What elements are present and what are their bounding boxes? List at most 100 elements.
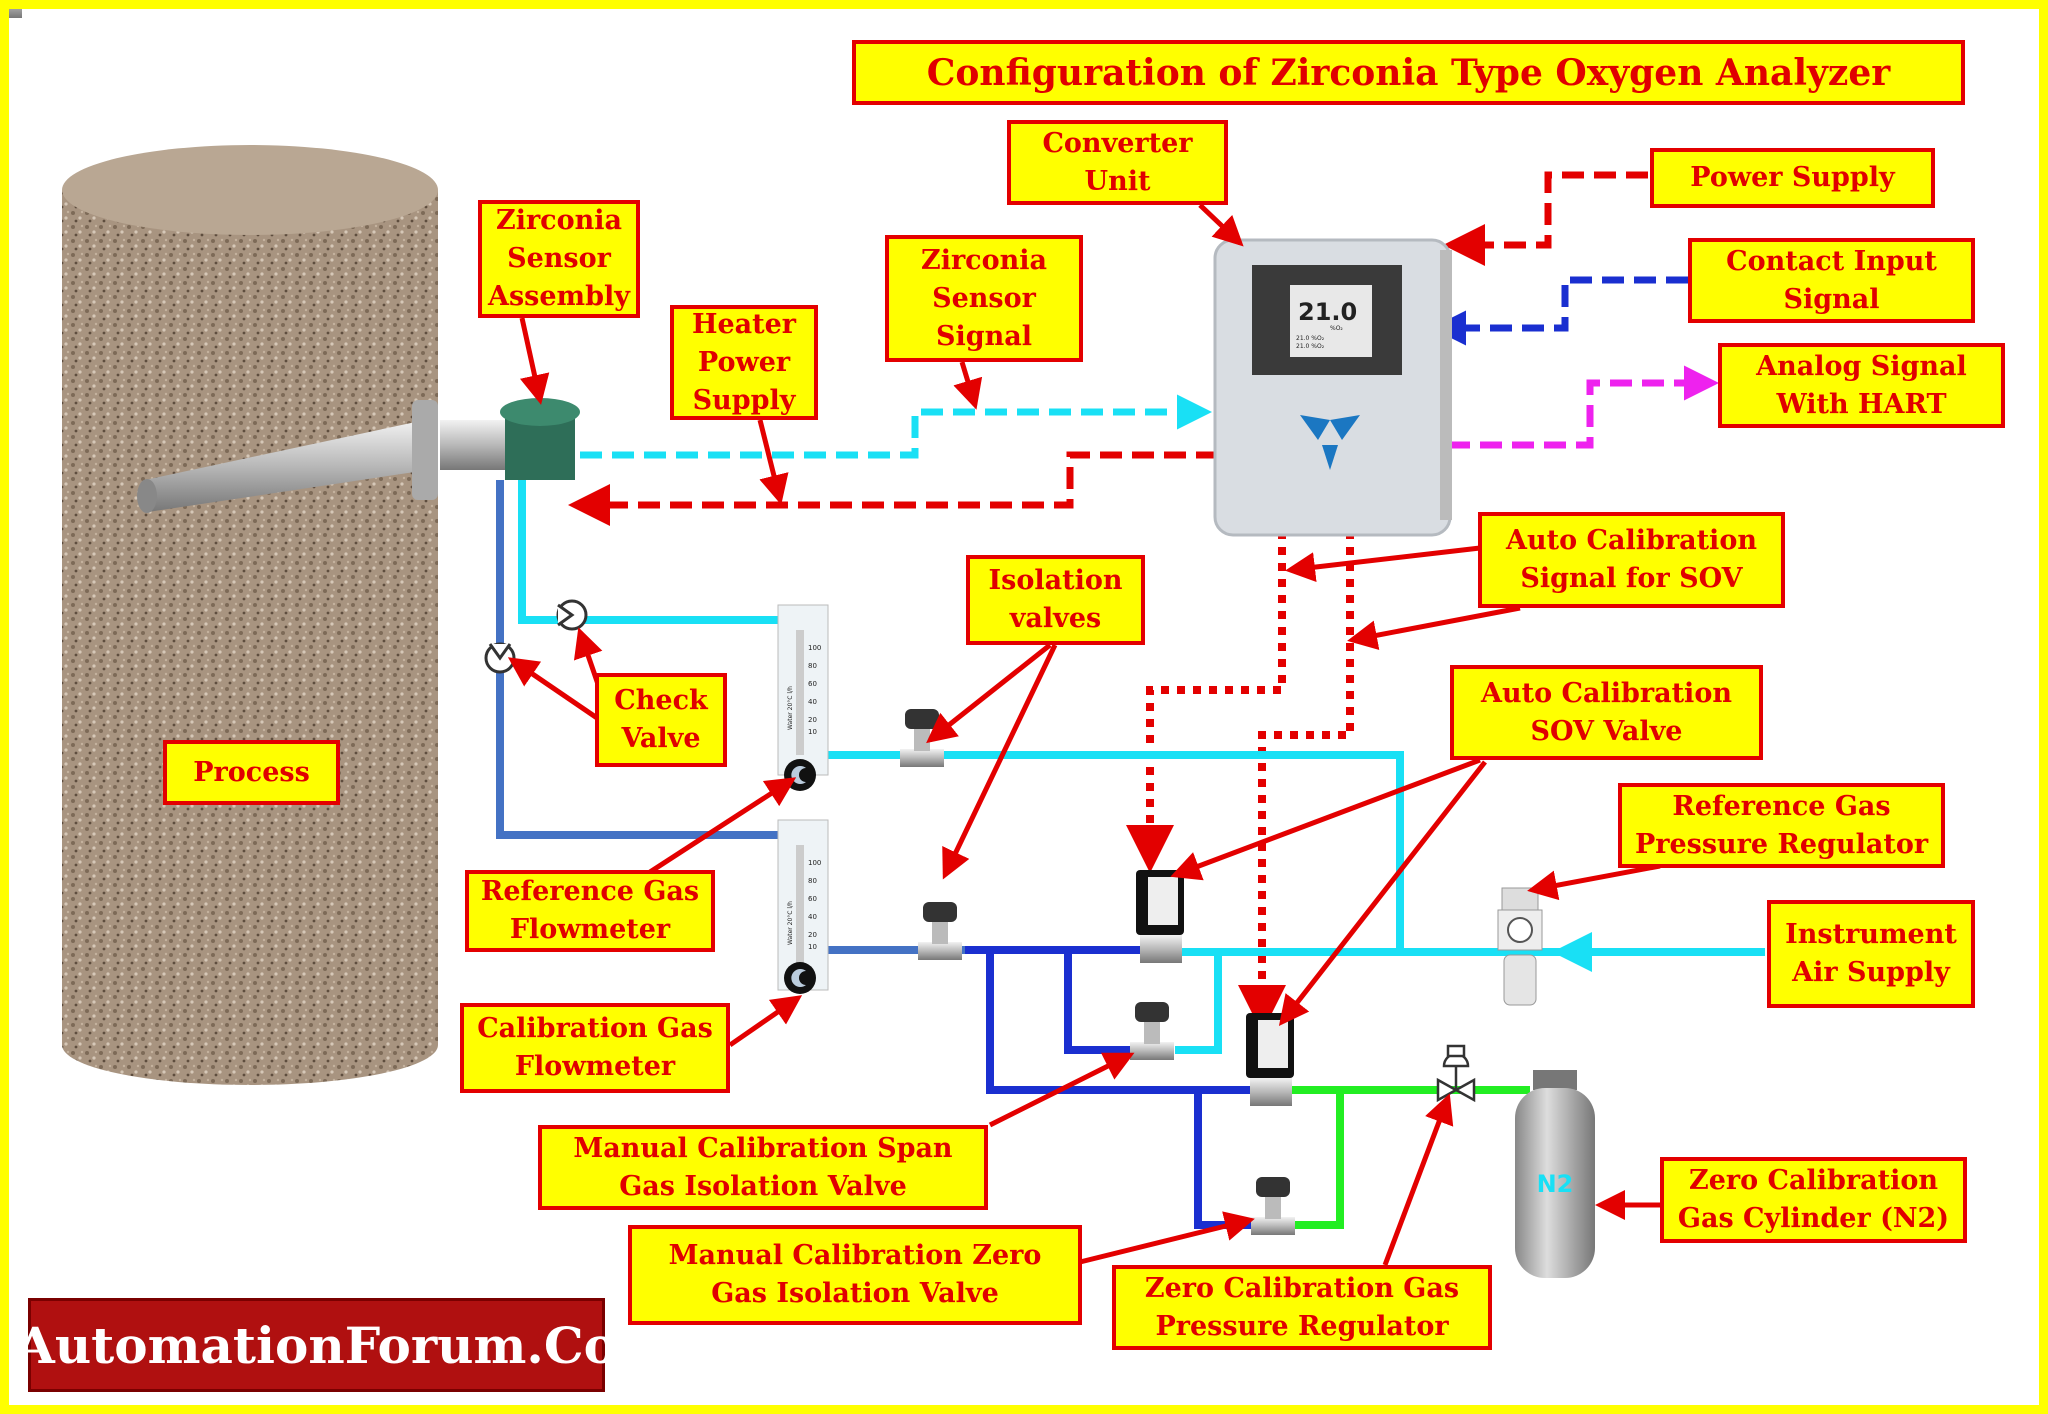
label-line: With HART [1776,388,1947,420]
reference-gas-regulator [1497,887,1543,1006]
power-supply-line [1443,171,1648,266]
reference-gas-flowmeter [777,604,829,791]
display-unit: %O₂ [1330,325,1343,332]
label-line: Process [193,756,310,788]
label-line: Reference Gas [1672,790,1891,822]
label-line: Converter [1042,127,1193,159]
scale-tick: 10 [808,728,817,736]
label-line: Valve [621,723,701,754]
analog-hart-line [1448,365,1719,449]
brand-watermark: AutomationForum.Co [16,1298,617,1392]
label-line: Manual Calibration Zero [668,1240,1042,1271]
piping [496,480,1765,1229]
label-line: Reference Gas [480,876,700,907]
label-line: Manual Calibration Span [573,1132,953,1164]
label-line: Unit [1084,165,1151,197]
label-line: Auto Calibration [1506,525,1757,556]
scale-tick: 80 [808,662,817,670]
label-line: valves [1009,603,1102,634]
contact-input-line [1431,276,1688,346]
brand-text: AutomationForum.Co [16,1315,617,1375]
scale-tick: 20 [808,716,817,724]
label-line: Heater [691,308,797,340]
auto-cal-sov-2 [1246,1013,1294,1106]
scale-tick: 40 [808,698,817,706]
sov2-signal-line [1238,515,1354,1033]
label-line: Zirconia [495,205,623,236]
label-line: Sensor [507,243,611,274]
check-valve-icon [556,599,588,631]
label-line: Flowmeter [514,1051,676,1082]
label-power-supply: Power Supply [1650,148,1935,208]
scale-tick: 60 [808,680,817,688]
scale-tick: 10 [808,943,817,951]
span-isolation-valve [1130,1002,1174,1060]
label-line: Zero Calibration [1689,1165,1938,1196]
label-line: Contact Input [1726,245,1937,277]
zero-isolation-valve [1251,1177,1295,1235]
auto-cal-sov-1 [1136,870,1184,963]
label-line: Assembly [488,281,630,312]
label-process: Process [163,740,340,805]
scale-tick: 40 [808,913,817,921]
flowmeter-caption: Water 20°C l/h [787,686,794,730]
display-line-1: 21.0 %O₂ [1296,335,1325,342]
label-line: Signal [935,320,1033,352]
label-line: Power Supply [1690,162,1895,193]
label-line: Supply [692,384,796,416]
label-line: Auto Calibration [1481,677,1732,709]
label-line: Zero Calibration Gas [1144,1272,1460,1304]
label-line: Instrument [1785,919,1957,950]
sensor-signal-line [580,394,1212,459]
solenoid-valve-icon [0,0,22,18]
heater-power-line [568,451,1218,526]
scale-tick: 60 [808,895,817,903]
label-line: Sensor [932,282,1036,314]
isolation-valve-calibration [918,902,962,960]
scale-tick: 20 [808,931,817,939]
check-valve-icon [484,642,516,674]
label-line: Pressure Regulator [1634,828,1929,860]
sov1-signal-line [1126,515,1286,873]
label-line: Check [614,685,708,716]
n2-gas-cylinder: N2 [1515,1070,1595,1278]
display-line-2: 21.0 %O₂ [1296,343,1325,350]
brand-logo-icon [1300,415,1360,470]
label-line: SOV Valve [1530,715,1683,747]
label-line: Analog Signal [1756,350,1967,382]
zirconia-probe [137,398,580,513]
converter-unit: 21.0 %O₂ 21.0 %O₂ 21.0 %O₂ [1213,238,1452,537]
display-value: 21.0 [1298,298,1357,326]
process-vessel [62,145,438,1085]
label-line: Gas Isolation Valve [619,1170,907,1202]
scale-tick: 100 [808,644,821,652]
scale-tick: 100 [808,859,821,867]
calibration-gas-flowmeter [777,819,829,994]
label-line: Zirconia [920,244,1048,276]
flowmeter-caption: Water 20°C l/h [787,901,794,945]
label-line: Gas Isolation Valve [711,1278,999,1309]
label-line: Signal for SOV [1520,563,1743,594]
label-line: Signal [1783,283,1880,315]
cylinder-label: N2 [1537,1170,1574,1198]
page-title: Configuration of Zirconia Type Oxygen An… [852,40,1965,105]
